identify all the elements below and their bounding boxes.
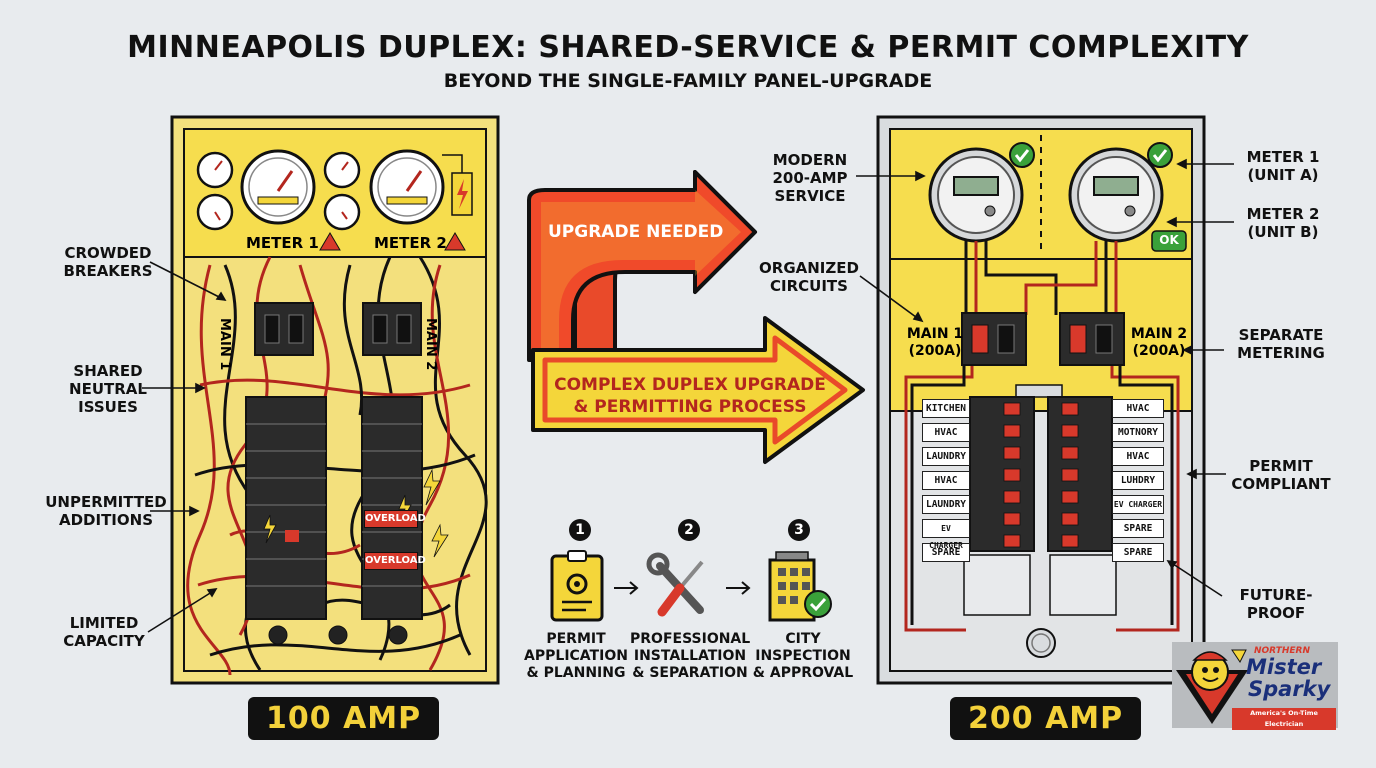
callout-future-proof: FUTURE-PROOF bbox=[1239, 586, 1313, 622]
complex-upgrade-arrow bbox=[531, 316, 865, 464]
left-callout-arrows bbox=[142, 261, 227, 633]
circuit-label: HVAC bbox=[1112, 399, 1164, 418]
company-logo: NORTHERN Mister Sparky America's On-Time… bbox=[1172, 642, 1338, 730]
step-1-number: 1 bbox=[569, 519, 591, 541]
complex-process-label: COMPLEX DUPLEX UPGRADE& PERMITTING PROCE… bbox=[554, 375, 826, 417]
circuit-label: LUHDRY bbox=[1112, 471, 1164, 490]
circuit-label: KITCHEN bbox=[922, 399, 970, 418]
lightning-warning-icon bbox=[442, 154, 473, 216]
circuit-label: LAUNDRY bbox=[922, 495, 970, 514]
upgrade-needed-label: UPGRADE NEEDED bbox=[548, 222, 724, 242]
meter-2-label: METER 2 bbox=[374, 234, 447, 252]
small-gauge-icon bbox=[196, 151, 361, 231]
check-badge-icon bbox=[1009, 142, 1173, 168]
crowded-breaker-stack-1 bbox=[245, 396, 327, 620]
knockout-holes bbox=[268, 625, 408, 645]
step-icons bbox=[550, 550, 832, 622]
organized-wires bbox=[904, 241, 1180, 632]
main-2-new-label: MAIN 2(200A) bbox=[1130, 326, 1188, 359]
page-title: MINNEAPOLIS DUPLEX: SHARED-SERVICE & PER… bbox=[127, 30, 1249, 65]
overload-label-1: OVERLOAD bbox=[364, 510, 426, 528]
circuit-label: HVAC bbox=[922, 423, 970, 442]
main-breaker-2 bbox=[362, 302, 422, 356]
upgrade-needed-arrow bbox=[527, 170, 757, 362]
logo-tagline: America's On-Time Electrician bbox=[1232, 708, 1336, 730]
main-1-new-label: MAIN 1(200A) bbox=[906, 326, 964, 359]
mascot-icon bbox=[1176, 649, 1248, 724]
logo-name-line1: Mister bbox=[1246, 655, 1322, 679]
logo-top-text: NORTHERN bbox=[1254, 646, 1310, 656]
meter-1-label: METER 1 bbox=[246, 234, 319, 252]
amp-badge-100: 100 AMP bbox=[248, 697, 440, 740]
page-subtitle: BEYOND THE SINGLE-FAMILY PANEL-UPGRADE bbox=[443, 70, 933, 92]
meter-dial-icon bbox=[240, 149, 445, 225]
step-2-number: 2 bbox=[678, 519, 700, 541]
circuit-label: HVAC bbox=[1112, 447, 1164, 466]
crowded-breaker-stack-2 bbox=[361, 396, 449, 620]
overload-label-2: OVERLOAD bbox=[364, 552, 426, 570]
process-arrows bbox=[527, 170, 865, 464]
circuit-label: HVAC bbox=[922, 471, 970, 490]
right-callout-arrows bbox=[856, 158, 1234, 597]
old-panel-diagram bbox=[170, 115, 500, 685]
callout-meter-2-unit-b: METER 2(UNIT B) bbox=[1246, 205, 1320, 241]
right-circuit-labels: HVAC MOTNORY HVAC LUHDRY EV CHARGER SPAR… bbox=[1112, 399, 1164, 562]
step-3-number: 3 bbox=[788, 519, 810, 541]
ok-badge: OK bbox=[1159, 233, 1179, 247]
clipboard-gear-icon bbox=[550, 550, 604, 622]
organized-breaker-columns bbox=[963, 396, 1117, 658]
circuit-label: LAUNDRY bbox=[922, 447, 970, 466]
main-breaker-1 bbox=[254, 302, 314, 356]
circuit-label: EV CHARGER bbox=[1112, 495, 1164, 514]
amp-badge-200: 200 AMP bbox=[950, 697, 1142, 740]
circuit-label: SPARE bbox=[1112, 543, 1164, 562]
main-2-label: MAIN 2 bbox=[423, 318, 438, 371]
arrow-right-icon bbox=[614, 581, 751, 595]
wrench-screwdriver-icon bbox=[646, 552, 704, 617]
left-circuit-labels: KITCHEN HVAC LAUNDRY HVAC LAUNDRY EV CHA… bbox=[922, 399, 970, 562]
digital-meter-icon bbox=[928, 147, 1164, 243]
circuit-label: SPARE bbox=[1112, 519, 1164, 538]
warning-triangle-icon bbox=[319, 232, 466, 251]
building-check-icon bbox=[768, 551, 832, 622]
circuit-label: MOTNORY bbox=[1112, 423, 1164, 442]
callout-meter-1-unit-a: METER 1(UNIT A) bbox=[1246, 148, 1320, 184]
circuit-label: SPARE bbox=[922, 543, 970, 562]
logo-name-line2: Sparky bbox=[1248, 677, 1331, 701]
